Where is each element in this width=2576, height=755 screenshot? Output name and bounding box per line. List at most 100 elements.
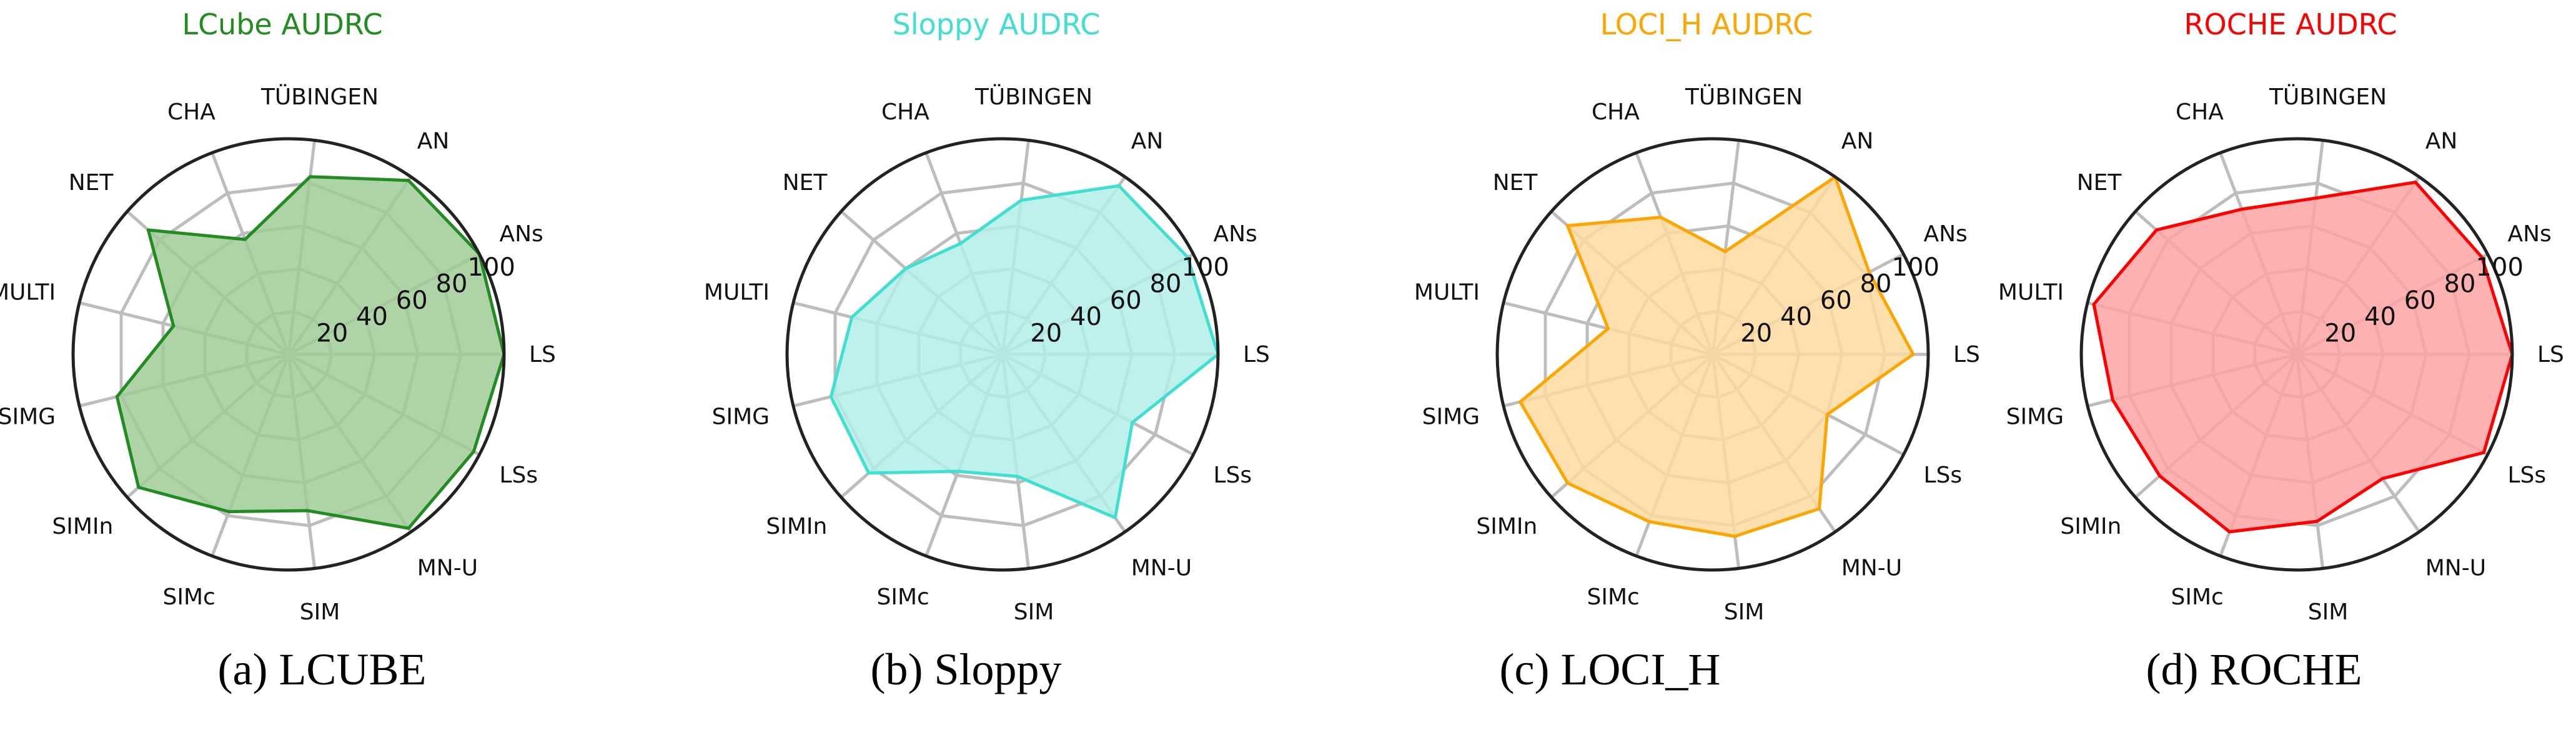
axis-label-ls: LS	[1243, 342, 1270, 368]
data-point-an	[407, 179, 410, 182]
data-point-net	[1566, 224, 1570, 228]
r-tick-label: 80	[2444, 269, 2476, 298]
axis-label-mn-u: MN-U	[417, 556, 478, 581]
radar-chart-loci-h-audrc: 20406080100LSANsANTÜBINGENCHANETMULTISIM…	[1414, 8, 1980, 625]
axis-label-mn-u: MN-U	[2425, 556, 2486, 581]
r-tick-label: 80	[436, 269, 468, 298]
data-point-multi	[2092, 302, 2096, 306]
data-point-sim	[1016, 474, 1019, 478]
data-point-tubingen	[1019, 198, 1023, 202]
series-area	[115, 175, 506, 530]
data-point-cha	[2240, 208, 2244, 211]
chart-title: ROCHE AUDRC	[2184, 8, 2397, 41]
chart-title: Sloppy AUDRC	[893, 8, 1101, 41]
data-point-simc	[227, 510, 231, 514]
axis-label-ls: LS	[1953, 342, 1980, 368]
data-point-an	[1117, 184, 1121, 188]
axis-label-cha: CHA	[2176, 99, 2224, 125]
axis-label-cha: CHA	[1592, 99, 1640, 125]
axis-label-ans: ANs	[2507, 221, 2551, 247]
data-point-an	[2414, 181, 2417, 184]
radar-chart-lcube-audrc: 20406080100LSANsANTÜBINGENCHANETMULTISIM…	[0, 8, 556, 625]
axis-label-simg: SIMG	[0, 404, 56, 429]
axis-label-an: AN	[417, 128, 450, 154]
axis-label-ans: ANs	[499, 221, 543, 247]
data-point-mn-u	[2380, 477, 2384, 481]
axis-label-multi: MULTI	[1998, 280, 2064, 306]
data-point-lss	[1825, 412, 1829, 416]
data-point-lss	[1131, 421, 1134, 424]
axis-label-simc: SIMc	[1587, 584, 1640, 610]
axis-label-net: NET	[1493, 170, 1538, 196]
data-point-simg	[829, 395, 833, 399]
caption-loci-h: (c) LOCI_H	[1499, 644, 1721, 694]
outer-frame	[2079, 137, 2514, 572]
axis-label-simin: SIMIn	[2060, 514, 2121, 539]
data-point-simin	[2157, 474, 2161, 478]
data-point-simin	[1566, 481, 1570, 485]
caption-sloppy: (b) Sloppy	[870, 644, 1062, 694]
r-tick-label: 100	[1182, 253, 1229, 282]
r-tick-label: 100	[2476, 253, 2524, 282]
data-point-simg	[2111, 398, 2114, 402]
axis-label-net: NET	[69, 170, 114, 196]
axis-label-multi: MULTI	[704, 280, 770, 306]
data-point-multi	[172, 324, 176, 328]
data-point-cha	[1659, 216, 1663, 219]
data-point-multi	[850, 316, 854, 319]
axis-label-tubingen: TÜBINGEN	[260, 84, 379, 110]
axis-label-simg: SIMG	[712, 404, 770, 429]
data-point-net	[146, 228, 150, 232]
r-tick-label: 20	[2324, 319, 2356, 348]
outer-frame	[785, 137, 1220, 572]
data-point-tubingen	[2314, 196, 2317, 200]
chart-title: LCube AUDRC	[182, 8, 382, 41]
axis-label-mn-u: MN-U	[1841, 556, 1902, 581]
axis-label-lss: LSs	[1213, 462, 1252, 488]
axis-label-tubingen: TÜBINGEN	[1685, 84, 1803, 110]
series-area	[2092, 181, 2514, 534]
r-tick-label: 20	[1030, 319, 1062, 348]
data-point-simc	[956, 469, 960, 473]
data-point-simc	[1647, 520, 1651, 524]
data-point-net	[904, 267, 908, 271]
axis-label-ans: ANs	[1213, 221, 1257, 247]
axis-label-sim: SIM	[1014, 599, 1054, 625]
data-point-tubingen	[1723, 250, 1727, 254]
data-point-simin	[867, 471, 871, 475]
radar-chart-roche-audrc: 20406080100LSANsANTÜBINGENCHANETMULTISIM…	[1998, 8, 2564, 625]
axis-label-an: AN	[1131, 128, 1164, 154]
r-tick-label: 20	[316, 319, 348, 348]
data-point-ans	[2480, 255, 2484, 259]
data-point-multi	[1607, 327, 1610, 331]
data-point-ans	[1186, 255, 1189, 259]
r-tick-label: 60	[2404, 286, 2436, 315]
data-point-simin	[137, 486, 141, 489]
caption-lcube: (a) LCUBE	[217, 644, 427, 694]
r-tick-label: 60	[396, 286, 428, 315]
r-tick-label: 80	[1150, 269, 1182, 298]
data-point-mn-u	[407, 526, 410, 530]
r-tick-label: 40	[1070, 302, 1102, 331]
axis-label-lss: LSs	[1923, 462, 1962, 488]
r-tick-label: 80	[1860, 269, 1892, 298]
data-point-cha	[959, 242, 963, 246]
axis-label-simin: SIMIn	[52, 514, 113, 539]
data-point-tubingen	[309, 175, 312, 179]
caption-roche: (d) ROCHE	[2146, 644, 2362, 694]
data-point-mn-u	[1113, 516, 1117, 519]
axis-label-sim: SIM	[2308, 599, 2349, 625]
r-tick-label: 40	[2364, 302, 2396, 331]
data-point-ls	[1911, 352, 1915, 356]
axis-label-an: AN	[1841, 128, 1874, 154]
data-point-lss	[2482, 451, 2485, 454]
axis-label-net: NET	[2077, 170, 2123, 196]
axis-label-sim: SIM	[1724, 599, 1765, 625]
data-point-lss	[472, 450, 475, 454]
r-tick-label: 60	[1820, 286, 1852, 315]
chart-title: LOCI_H AUDRC	[1600, 8, 1813, 41]
axis-label-tubingen: TÜBINGEN	[2269, 84, 2387, 110]
data-point-sim	[1733, 534, 1736, 538]
data-point-net	[2154, 228, 2158, 232]
